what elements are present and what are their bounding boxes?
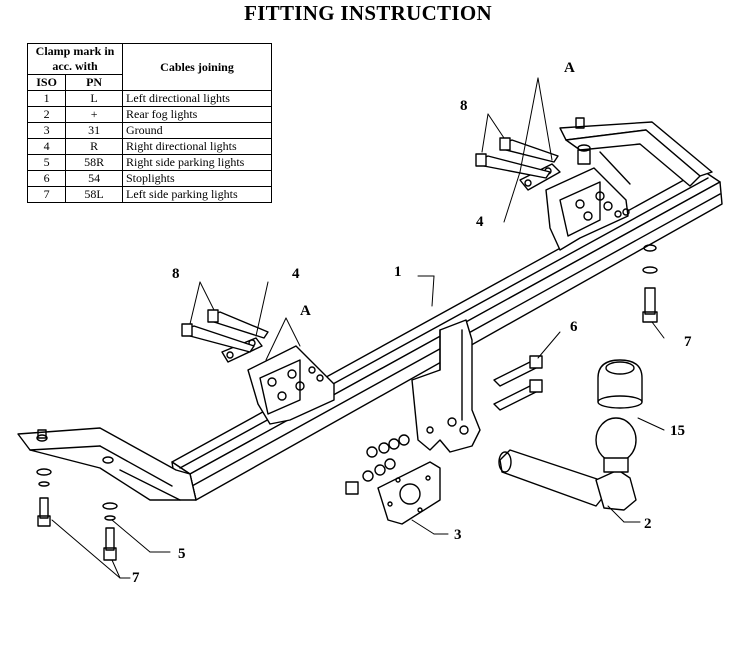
callout-side-bolt-left: 7 [132, 570, 140, 586]
cable-description-cell: Stoplights [122, 170, 272, 187]
callout-ball-neck: 2 [644, 516, 652, 532]
table-row: 6 54 Stoplights [26, 170, 272, 187]
table-row: 4 R Right directional lights [26, 138, 272, 155]
callout-detail-a-right: A [564, 60, 575, 76]
bracket-left [247, 345, 335, 425]
table-row: 7 58L Left side parking lights [26, 186, 272, 203]
side-bolt-right [642, 244, 658, 323]
callout-socket-plate: 3 [454, 527, 462, 543]
iso-cell: 7 [26, 186, 67, 203]
left-side-plate [36, 429, 114, 464]
bolts-right [475, 137, 559, 179]
ball-neck [498, 417, 637, 511]
callout-side-bolt-right: 7 [684, 334, 692, 350]
table-row: 3 31 Ground [26, 122, 272, 139]
callout-washer: 5 [178, 546, 186, 562]
leader-lines [51, 77, 665, 579]
stud-right [575, 117, 591, 165]
callout-bolts: 6 [570, 319, 578, 335]
callout-bracket-right: 4 [476, 214, 484, 230]
center-mount-plate [411, 319, 481, 453]
callout-crossbar: 1 [394, 264, 402, 280]
socket-plate [377, 461, 441, 525]
page-title: FITTING INSTRUCTION [244, 1, 492, 25]
callout-bolts-right: 8 [460, 98, 468, 114]
callout-detail-a-left: A [300, 303, 311, 319]
callout-bracket-left: 4 [292, 266, 300, 282]
cable-description-cell: Ground [122, 122, 272, 139]
side-bolt-left [36, 468, 118, 561]
nuts-and-washers [345, 434, 410, 495]
cable-description-cell: Left side parking lights [122, 186, 272, 203]
bolts-center [493, 355, 543, 411]
table-header-cables-joining: Cables joining [122, 43, 272, 91]
callout-ball-cover: 15 [670, 423, 685, 439]
callout-bolts-left: 8 [172, 266, 180, 282]
bolts-left [181, 309, 269, 353]
cable-description-cell: Right side parking lights [122, 154, 272, 171]
pn-cell: 31 [65, 122, 123, 139]
table-header-clamp-mark: Clamp mark in acc. with [27, 43, 123, 75]
bracket-right [545, 167, 630, 251]
cables-joining-table: Clamp mark in acc. with Cables joining I… [26, 43, 272, 203]
table-header-pn: PN [65, 74, 123, 91]
ball-cover [597, 359, 643, 409]
cable-description-cell: Right directional lights [122, 138, 272, 155]
pn-cell: 58L [65, 186, 123, 203]
iso-cell: 5 [26, 154, 67, 171]
pn-cell: 54 [65, 170, 123, 187]
